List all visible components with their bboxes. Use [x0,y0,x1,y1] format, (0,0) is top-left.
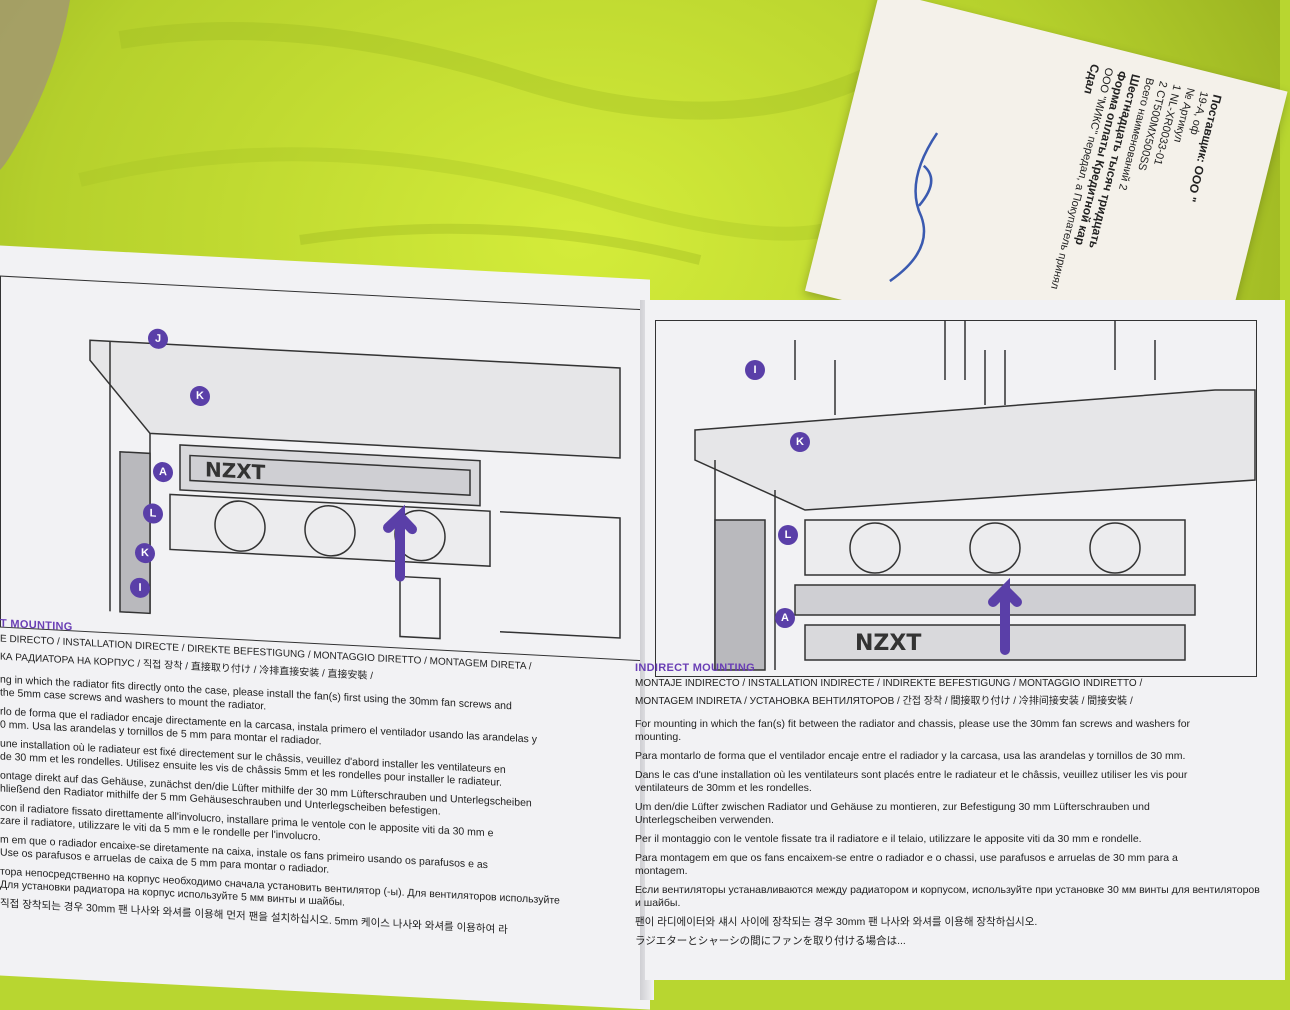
instruction-line: Если вентиляторы устанавливаются между р… [635,884,1260,896]
instruction-line: Unterlegscheiben verwenden. [635,814,774,826]
lang-line: MONTAGEM INDIRETA / УСТАНОВКА ВЕНТИЛЯТОР… [635,696,1133,707]
instruction-line: mounting. [635,731,682,743]
nzxt-logo: NZXT [205,457,266,484]
badge-k: K [790,432,810,452]
indirect-mounting-heading: INDIRECT MOUNTING [635,662,755,674]
badge-l: L [143,503,163,525]
badge-k-lower: K [135,542,155,564]
receipt-paper: Поставщик: ООО " 19-А, оф № Артикул 1 NL… [805,0,1288,393]
nzxt-logo: NZXT [855,631,921,656]
badge-l: L [778,525,798,545]
signature [889,132,939,283]
instruction-line: ventilateurs de 30mm et les rondelles. [635,782,812,794]
instruction-line: Per il montaggio con le ventole fissate … [635,833,1142,845]
instruction-line: For mounting in which the fan(s) fit bet… [635,718,1191,730]
badge-k: K [190,385,210,407]
left-page: NZXT J K A L K I T MOUNTING E DIRECTO / … [0,245,650,1010]
instruction-booklet: NZXT J K A L K I T MOUNTING E DIRECTO / … [0,245,1290,1010]
instruction-line: Dans le cas d'une installation où les ve… [635,769,1188,781]
instruction-line: 팬이 라디에이터와 섀시 사이에 장착되는 경우 30mm 팬 나사와 와셔를 … [635,916,1038,928]
instruction-line: и шайбы. [635,897,681,909]
badge-j: J [148,328,168,350]
direct-mounting-heading: T MOUNTING [0,617,73,634]
badge-i: I [130,577,150,599]
badge-i: I [745,360,765,380]
indirect-mounting-diagram: NZXT [694,320,1256,671]
right-page: NZXT I K L A INDIRECT MOUNTING MONTAJE I… [635,300,1285,980]
instruction-line: Para montagem em que os fans encaixem-se… [635,852,1178,864]
badge-a: A [775,608,795,628]
instruction-line: Para montarlo de forma que el ventilador… [635,750,1186,762]
lang-line: MONTAJE INDIRECTO / INSTALLATION INDIREC… [635,678,1143,689]
diagram-frame [655,320,1257,677]
instruction-line: ラジエターとシャーシの間にファンを取り付ける場合は... [635,935,906,947]
direct-mounting-diagram: NZXT [89,339,621,640]
badge-a: A [153,461,173,483]
instruction-line: montagem. [635,865,688,877]
instruction-line: Um den/die Lüfter zwischen Radiator und … [635,801,1150,813]
